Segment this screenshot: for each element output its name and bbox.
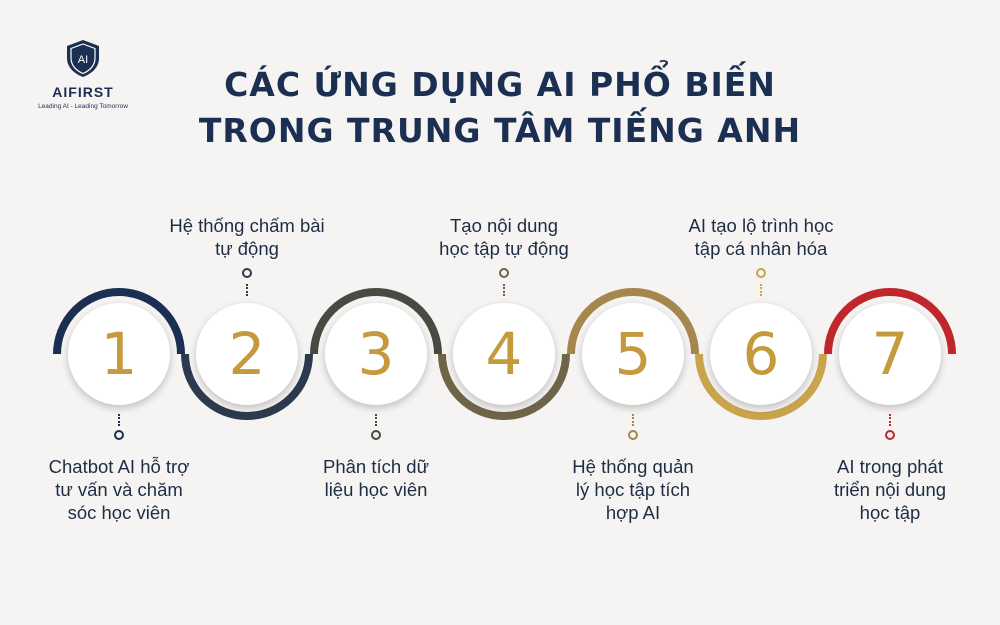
step-2-arc — [181, 353, 313, 420]
step-3-label-line: Phân tích dữ — [323, 456, 429, 477]
step-1-ring — [53, 288, 185, 355]
step-1-label-line: Chatbot AI hỗ trợ — [48, 456, 190, 477]
step-2-connector — [246, 284, 250, 296]
step-5-label-line: Hệ thống quản — [572, 456, 694, 477]
step-5-circle: 5 — [582, 303, 684, 405]
shield-logo-icon: AI — [67, 40, 99, 77]
step-6-label-line: AI tạo lộ trình học — [688, 215, 834, 236]
step-5-label-line: hợp AI — [605, 502, 661, 523]
step-2-label-line: Hệ thống chấm bài — [169, 215, 325, 236]
step-4-arc — [438, 353, 570, 420]
step-7-number: 7 — [871, 320, 909, 388]
step-7-circle: 7 — [839, 303, 941, 405]
step-6-arc — [695, 353, 827, 420]
step-7-connector — [889, 414, 893, 426]
step-7-label-line: học tập — [859, 502, 921, 523]
step-5-label-line: lý học tập tích — [575, 479, 691, 500]
step-1-connector — [118, 414, 122, 426]
step-6-connector-dot — [756, 268, 766, 278]
logo: AI AIFIRST Leading AI - Leading Tomorrow — [28, 38, 138, 110]
step-5-connector — [632, 414, 636, 426]
step-4-label-line: học tập tự động — [439, 238, 569, 259]
step-5-number: 5 — [614, 320, 652, 388]
step-6-ring — [695, 353, 827, 420]
step-4-ring — [438, 353, 570, 420]
step-3-label-line: liệu học viên — [324, 479, 428, 500]
page-title-line-1: CÁC ỨNG DỤNG AI PHỔ BIẾN — [224, 65, 776, 104]
step-1-label-line: tư vấn và chăm — [55, 479, 183, 500]
step-4-connector — [503, 284, 507, 296]
step-6-number: 6 — [742, 320, 780, 388]
step-3-arc — [310, 288, 442, 355]
step-3-number: 3 — [357, 320, 395, 388]
step-3-circle: 3 — [325, 303, 427, 405]
logo-mark: AI — [78, 54, 88, 66]
step-7-ring — [824, 288, 956, 355]
step-4-connector-dot — [499, 268, 509, 278]
step-5-connector-dot — [628, 430, 638, 440]
step-2-connector-dot — [242, 268, 252, 278]
step-4-circle: 4 — [453, 303, 555, 405]
step-5-ring — [567, 288, 699, 355]
step-7-connector-dot — [885, 430, 895, 440]
step-7-label-line: triển nội dung — [833, 479, 947, 500]
step-4-label-line: Tạo nội dung — [449, 215, 558, 236]
logo-tagline: Leading AI - Leading Tomorrow — [38, 103, 128, 110]
step-2-circle: 2 — [196, 303, 298, 405]
step-6-connector — [760, 284, 764, 296]
step-1-connector-dot — [114, 430, 124, 440]
step-3-ring — [310, 288, 442, 355]
step-5-arc — [567, 288, 699, 355]
step-1-circle: 1 — [68, 303, 170, 405]
step-6-circle: 6 — [710, 303, 812, 405]
step-7-arc — [824, 288, 956, 355]
step-1-label-line: sóc học viên — [67, 502, 171, 523]
step-6-label-line: tập cá nhân hóa — [694, 238, 828, 259]
step-3-connector-dot — [371, 430, 381, 440]
step-7-label-line: AI trong phát — [837, 456, 943, 477]
step-3-connector — [375, 414, 379, 426]
step-1-arc — [53, 288, 185, 355]
step-1-number: 1 — [100, 320, 138, 388]
page-title-line-2: TRONG TRUNG TÂM TIẾNG ANH — [198, 111, 802, 150]
step-2-label-line: tự động — [215, 238, 279, 259]
step-4-number: 4 — [485, 320, 523, 388]
step-2-ring — [181, 353, 313, 420]
logo-name: AIFIRST — [52, 84, 114, 100]
step-2-number: 2 — [228, 320, 266, 388]
